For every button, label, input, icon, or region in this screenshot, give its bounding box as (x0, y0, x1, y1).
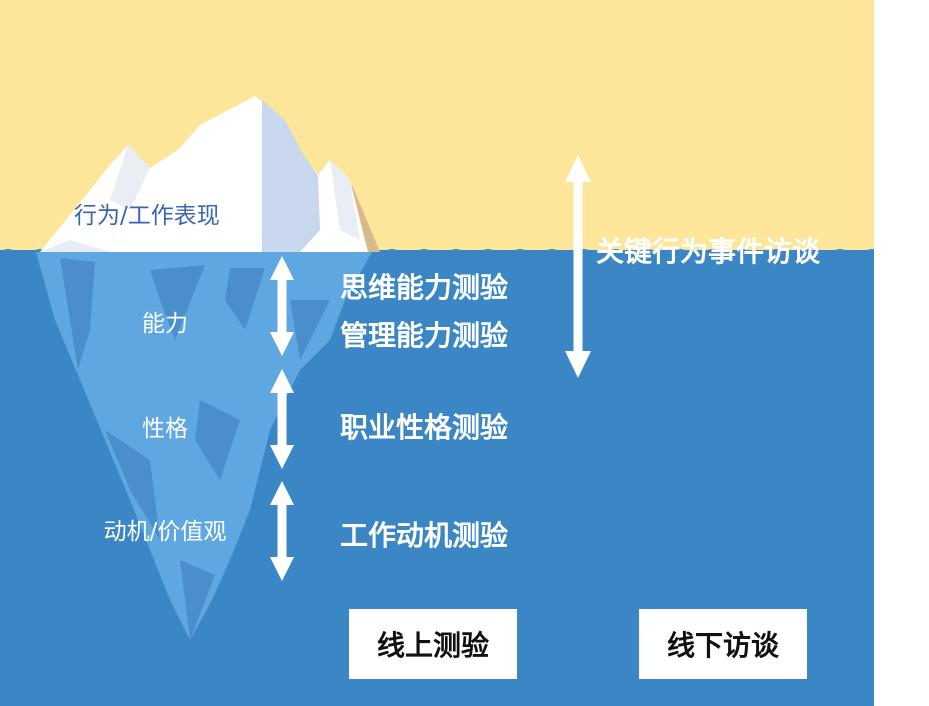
iceberg-shade (330, 160, 360, 240)
test-work-motivation: 工作动机测验 (340, 519, 509, 552)
iceberg-underwater-shade (60, 258, 95, 370)
iceberg-underwater-shade (180, 560, 215, 640)
motivation-double-arrow (270, 481, 294, 581)
iceberg-underwater-shade (195, 400, 240, 480)
ability-double-arrow (270, 256, 294, 356)
test-management-ability: 管理能力测验 (340, 319, 509, 352)
offline-interview-button[interactable]: 线下访谈 (639, 609, 807, 679)
iceberg-scene (0, 0, 874, 706)
iceberg-underwater-shade (225, 268, 265, 330)
label-ability: 能力 (142, 311, 188, 337)
iceberg-underwater-shade (105, 430, 160, 540)
iceberg-diagram: 行为/工作表现 能力 性格 动机/价值观 思维能力测验 管理能力测验 职业性格测… (0, 0, 874, 706)
interview-double-arrow (565, 155, 591, 378)
test-thinking-ability: 思维能力测验 (340, 271, 509, 304)
iceberg-shade (110, 145, 150, 210)
iceberg-shadow-side (262, 100, 320, 252)
label-motivation-values: 动机/价值观 (103, 519, 227, 545)
personality-double-arrow (270, 369, 294, 469)
label-behavior-performance: 行为/工作表现 (74, 203, 220, 229)
label-behavioral-event-interview: 关键行为事件访谈 (596, 235, 821, 268)
online-test-button[interactable]: 线上测验 (349, 609, 517, 679)
test-career-personality: 职业性格测验 (340, 411, 509, 444)
iceberg-underwater-shade (290, 300, 330, 360)
iceberg-shade (40, 240, 110, 252)
label-personality: 性格 (142, 416, 188, 442)
iceberg-underwater-shade (150, 265, 205, 340)
